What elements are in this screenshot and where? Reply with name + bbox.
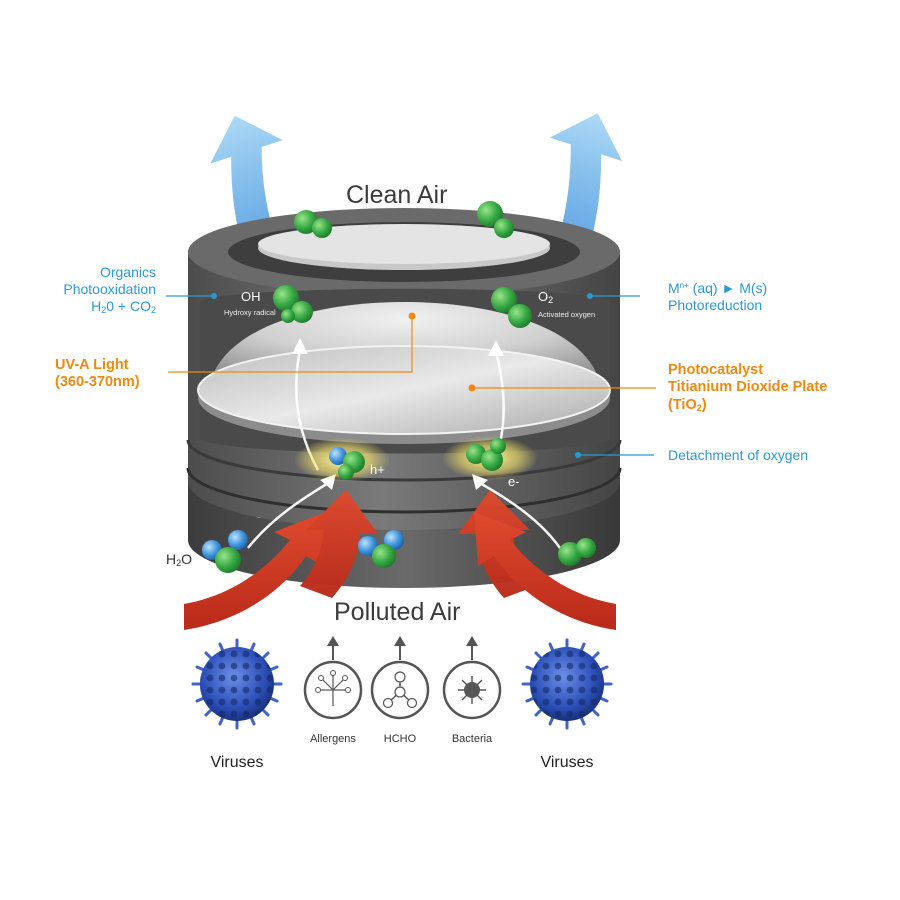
o2-label: O2: [538, 289, 554, 305]
photoreduction-line: Photoreduction: [668, 296, 763, 313]
polluted-air-arrow-left: [184, 512, 326, 630]
polluted-air-label: Polluted Air: [334, 598, 461, 626]
virus-right-icon: [521, 638, 613, 730]
polluted-air-arrow-right: [474, 512, 616, 630]
organics-line: Organics: [99, 264, 156, 280]
detachment-callout: Detachment of oxygen: [668, 447, 809, 463]
photocatalyst-callout: Photocatalyst Titianium Dioxide Plate (T…: [668, 362, 827, 414]
uva-light-range: (360-370nm): [55, 374, 140, 391]
callout-dots: [211, 293, 593, 458]
photocatalyst-formula: (TiO2): [668, 396, 707, 413]
h-plus-label: h+: [370, 462, 385, 477]
uva-light-title: UV-A Light: [55, 357, 129, 373]
bacteria-caption: Bacteria: [451, 733, 493, 745]
bacteria-icon: [442, 636, 502, 720]
callout-lines: [166, 295, 656, 456]
hcho-caption: HCHO: [383, 733, 417, 745]
molecule-top-right: [477, 201, 514, 238]
photoreduction-callout: Mn+ (aq) ► M(s) Photoreduction: [668, 280, 767, 314]
formaldehyde-molecule-icon: [370, 636, 430, 720]
allergen-icon: [303, 636, 363, 720]
oxidation-products-line: H20 + CO2: [91, 297, 156, 315]
molecule-h2o-left: [202, 530, 248, 573]
molecule-oh: [273, 285, 313, 323]
virus-left-icon: [191, 638, 283, 730]
virus-right-caption: Viruses: [540, 754, 594, 771]
oh-label: OH: [241, 289, 261, 304]
molecule-h-plus: [329, 447, 365, 480]
photoreduction-formula: Mn+ (aq) ► M(s): [668, 280, 768, 296]
photocatalyst-plate: [198, 346, 610, 434]
allergens-caption: Allergens: [310, 733, 356, 745]
molecule-e-minus: [466, 438, 506, 471]
organics-callout: Organics Photooxidation H20 + CO2: [20, 264, 156, 315]
molecule-bottom-center: [358, 530, 404, 568]
photocatalyst-title: Photocatalyst: [668, 362, 764, 378]
molecule-o2: [491, 287, 532, 328]
molecule-bottom-right: [558, 538, 596, 566]
molecule-top-left: [294, 210, 332, 238]
virus-left-caption: Viruses: [210, 754, 264, 771]
h2o-label: H2O: [166, 551, 193, 568]
uva-light-callout: UV-A Light (360-370nm): [55, 357, 140, 392]
e-minus-label: e-: [508, 474, 520, 489]
photocatalyst-material: Titianium Dioxide Plate: [668, 379, 828, 396]
photooxidation-line: Photooxidation: [63, 280, 156, 297]
polluted-air-arrow-center-left: [300, 490, 378, 598]
clean-air-label: Clean Air: [346, 181, 448, 209]
activated-oxygen-label: Activated oxygen: [538, 310, 596, 319]
hydroxy-radical-label: Hydroxy radical: [224, 308, 276, 317]
